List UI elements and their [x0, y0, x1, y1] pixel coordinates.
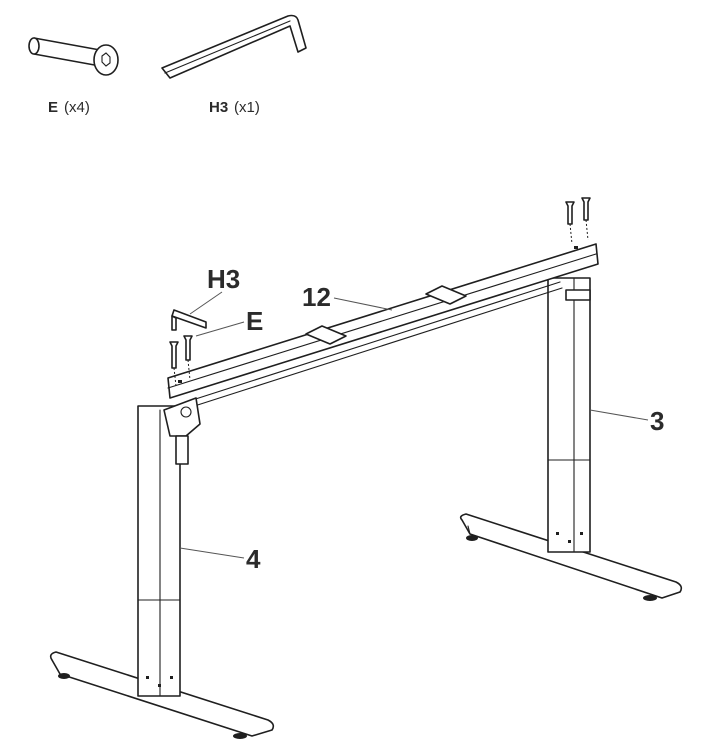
- hex-key-icon: [161, 14, 307, 79]
- callout-h3: H3: [207, 264, 240, 294]
- hex-key-diagram-icon: [171, 309, 207, 331]
- callout-12: 12: [302, 282, 331, 312]
- part-e-code: E: [48, 99, 58, 116]
- bolt-icon: [28, 37, 119, 76]
- callout-4: 4: [246, 544, 261, 574]
- crossbar: [167, 243, 599, 411]
- part-h3-code: H3: [209, 99, 228, 116]
- right-leg: [459, 277, 683, 601]
- bolt-pair-right: [565, 197, 591, 245]
- callout-3: 3: [650, 406, 664, 436]
- part-h3-qty: (x1): [234, 99, 260, 116]
- bolt-pair-left: [169, 335, 193, 387]
- callout-e: E: [246, 306, 263, 336]
- left-leg: [49, 397, 275, 739]
- part-e-qty: (x4): [64, 99, 90, 116]
